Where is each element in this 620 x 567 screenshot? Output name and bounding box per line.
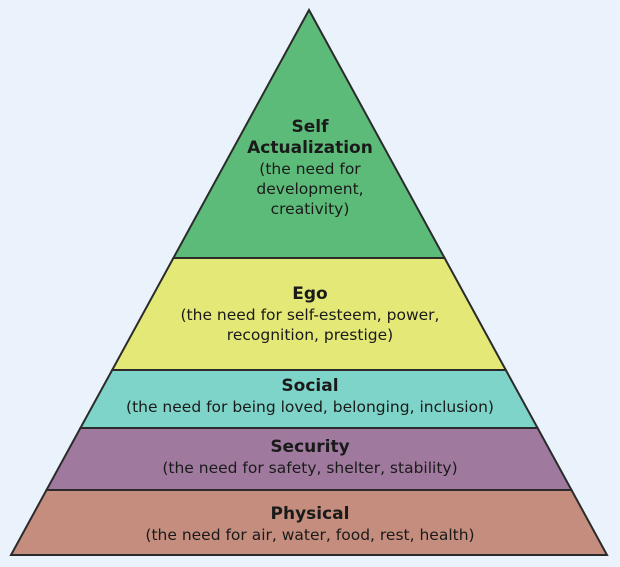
tier-title: Physical: [270, 504, 350, 524]
label-security: Security (the need for safety, shelter, …: [0, 437, 620, 478]
tier-title: Security: [270, 437, 350, 457]
tier-description: (the need for self-esteem, power,: [180, 306, 440, 324]
tier-title: Ego: [292, 284, 328, 304]
tier-description: (the need for being loved, belonging, in…: [126, 398, 494, 416]
tier-title: Social: [281, 376, 339, 396]
tier-description: recognition, prestige): [226, 326, 394, 344]
tier-title: Actualization: [247, 138, 373, 158]
tier-title: Self: [291, 117, 329, 137]
tier-physical: [9, 489, 609, 556]
label-ego: Ego (the need for self-esteem, power, re…: [0, 284, 620, 345]
tier-description: creativity): [270, 200, 350, 218]
label-self-actualization: Self Actualization (the need for develop…: [0, 117, 620, 219]
label-social: Social (the need for being loved, belong…: [0, 376, 620, 417]
tier-description: (the need for: [259, 160, 361, 178]
tier-description: development,: [256, 180, 364, 198]
tier-description: (the need for safety, shelter, stability…: [162, 459, 458, 477]
tier-description: (the need for air, water, food, rest, he…: [145, 526, 475, 544]
label-physical: Physical (the need for air, water, food,…: [0, 504, 620, 545]
